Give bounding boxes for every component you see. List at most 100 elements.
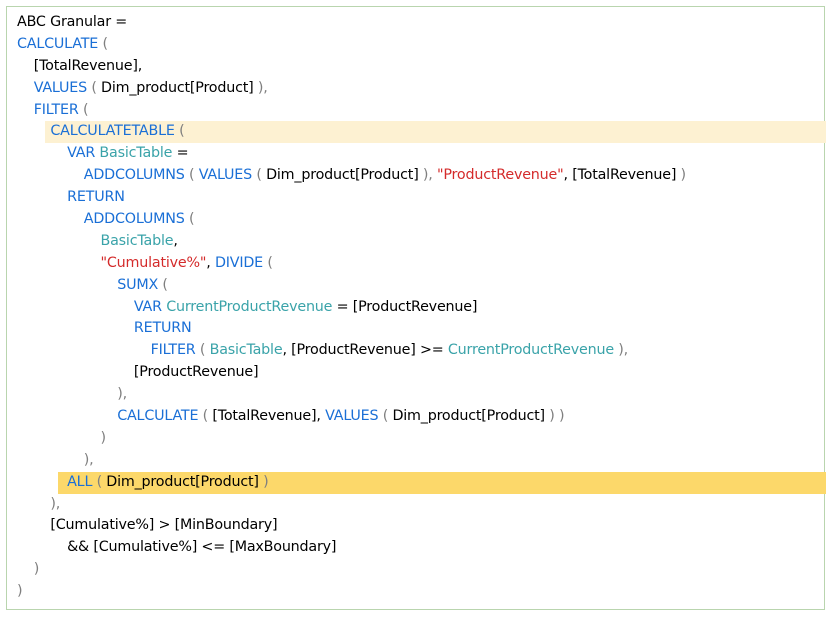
code-line: FILTER ( BasicTable, [ProductRevenue] >=… [7, 340, 824, 362]
code-token-kw: FILTER [150, 342, 196, 359]
code-token-var: BasicTable [209, 342, 283, 359]
code-token-plain: Dim_product[Product] [106, 473, 259, 490]
code-line: [TotalRevenue], [7, 56, 824, 78]
code-line: CALCULATETABLE ( [7, 121, 826, 144]
code-line: VAR CurrentProductRevenue = [ProductReve… [7, 297, 824, 319]
code-line: ), [7, 494, 824, 516]
code-token-kw: ALL [67, 473, 93, 490]
light-highlight-band [45, 121, 826, 144]
code-token-par: ( [98, 35, 108, 52]
code-line: ALL ( Dim_product[Product] ) [7, 471, 826, 494]
code-line-text: BasicTable, [7, 233, 178, 249]
code-token-kw: CALCULATE [117, 408, 199, 425]
code-token-kw: SUMX [117, 276, 159, 293]
code-line-text: ), [7, 386, 127, 402]
code-token-kw: FILTER [33, 101, 79, 118]
code-line-text: ABC Granular = [7, 14, 127, 30]
code-token-kw: VALUES [198, 167, 253, 184]
code-panel: ABC Granular = CALCULATE ( [TotalRevenue],… [6, 6, 826, 610]
code-token-str: "Cumulative%" [100, 254, 207, 271]
code-token-plain: , [173, 232, 178, 249]
code-token-par: ( [86, 79, 102, 96]
code-token-var: BasicTable [99, 145, 173, 162]
code-line: "Cumulative%", DIVIDE ( [7, 253, 824, 275]
code-token-par: ( [198, 408, 213, 425]
code-line-text: ) [7, 429, 107, 446]
code-token-kw: ADDCOLUMNS [83, 167, 185, 184]
code-token-var: CurrentProductRevenue [447, 342, 614, 359]
code-token-par: ( [195, 342, 210, 359]
code-token-kw: RETURN [133, 320, 192, 337]
code-token-par: ), [613, 342, 629, 359]
code-token-par: ) [33, 561, 40, 578]
code-line: SUMX ( [7, 275, 824, 297]
code-line: ADDCOLUMNS ( [7, 209, 824, 231]
code-token-kw: VALUES [33, 79, 87, 96]
code-token-par: ), [253, 79, 268, 96]
strong-highlight-band [58, 471, 826, 494]
code-line-text: SUMX ( [7, 277, 168, 293]
dax-code-block: ABC Granular = CALCULATE ( [TotalRevenue],… [7, 12, 826, 603]
code-line-text: VAR CurrentProductRevenue = [ProductReve… [7, 298, 478, 315]
code-token-plain: Dim_product[Product] [266, 167, 419, 184]
code-line-text: ), [7, 496, 60, 512]
code-token-par: ), [117, 386, 127, 403]
code-token-par: ) [17, 583, 23, 600]
code-token-plain: , [TotalRevenue] [563, 167, 681, 184]
code-token-par: ) [680, 167, 687, 184]
code-line: CALCULATE ( [TotalRevenue], VALUES ( Dim… [7, 406, 824, 428]
code-token-kw: RETURN [67, 189, 125, 206]
code-line-text: ) [7, 561, 40, 578]
code-token-par: ( [78, 101, 89, 118]
code-token-par: ( [174, 123, 185, 140]
code-token-par: ( [263, 254, 273, 271]
code-line: ) [7, 428, 824, 450]
code-line: ADDCOLUMNS ( VALUES ( Dim_product[Produc… [7, 165, 824, 187]
code-line: RETURN [7, 318, 824, 340]
code-token-par: ), [83, 451, 94, 468]
code-token-plain: [Cumulative%] > [MinBoundary] [50, 517, 278, 534]
code-line-text: VALUES ( Dim_product[Product] ), [7, 80, 268, 96]
code-line-text: [ProductRevenue] [7, 364, 259, 381]
code-token-var: BasicTable [100, 232, 174, 249]
code-line-text: [TotalRevenue], [7, 58, 143, 74]
code-token-plain: Dim_product[Product] [392, 408, 545, 425]
code-line-text: ADDCOLUMNS ( [7, 211, 195, 228]
code-line: [ProductRevenue] [7, 362, 824, 384]
code-line-text: VAR BasicTable = [7, 145, 188, 161]
code-line-text: [Cumulative%] > [MinBoundary] [7, 517, 277, 533]
code-line: CALCULATE ( [7, 34, 824, 56]
code-line: && [Cumulative%] <= [MaxBoundary] [7, 537, 824, 559]
code-token-par: ( [252, 167, 267, 184]
code-token-par: ( [378, 408, 393, 425]
code-token-kw: VAR [133, 298, 167, 315]
code-line-text: ), [7, 452, 94, 468]
code-line: VAR BasicTable = [7, 143, 824, 165]
code-line: BasicTable, [7, 231, 824, 253]
code-token-par: ) [258, 473, 269, 490]
code-token-plain: && [Cumulative%] <= [MaxBoundary] [67, 539, 337, 556]
code-line: RETURN [7, 187, 824, 209]
code-line: ) [7, 559, 824, 581]
code-token-plain: , [206, 254, 215, 271]
code-token-plain: = [ProductRevenue] [332, 298, 478, 315]
code-line: VALUES ( Dim_product[Product] ), [7, 78, 824, 100]
code-token-par: ) [100, 429, 107, 446]
code-line-text: CALCULATE ( [7, 36, 108, 52]
code-token-par: ) ) [544, 408, 565, 425]
code-line-text: RETURN [7, 320, 192, 337]
code-token-par: ( [184, 211, 195, 228]
code-token-plain: [ProductRevenue] [133, 364, 259, 381]
code-line: ABC Granular = [7, 12, 824, 34]
code-line-text: && [Cumulative%] <= [MaxBoundary] [7, 539, 336, 555]
code-line-text: "Cumulative%", DIVIDE ( [7, 255, 273, 271]
code-token-par: ( [158, 276, 168, 293]
code-token-plain: Dim_product[Product] [101, 79, 254, 96]
code-token-kw: DIVIDE [214, 254, 264, 271]
code-token-plain: ABC Granular = [17, 14, 128, 30]
code-line: FILTER ( [7, 100, 824, 122]
code-token-kw: CALCULATE [17, 35, 99, 52]
code-line-text: FILTER ( BasicTable, [ProductRevenue] >=… [7, 342, 629, 359]
code-token-plain: , [ProductRevenue] >= [282, 342, 448, 359]
code-token-plain: = [172, 145, 189, 162]
